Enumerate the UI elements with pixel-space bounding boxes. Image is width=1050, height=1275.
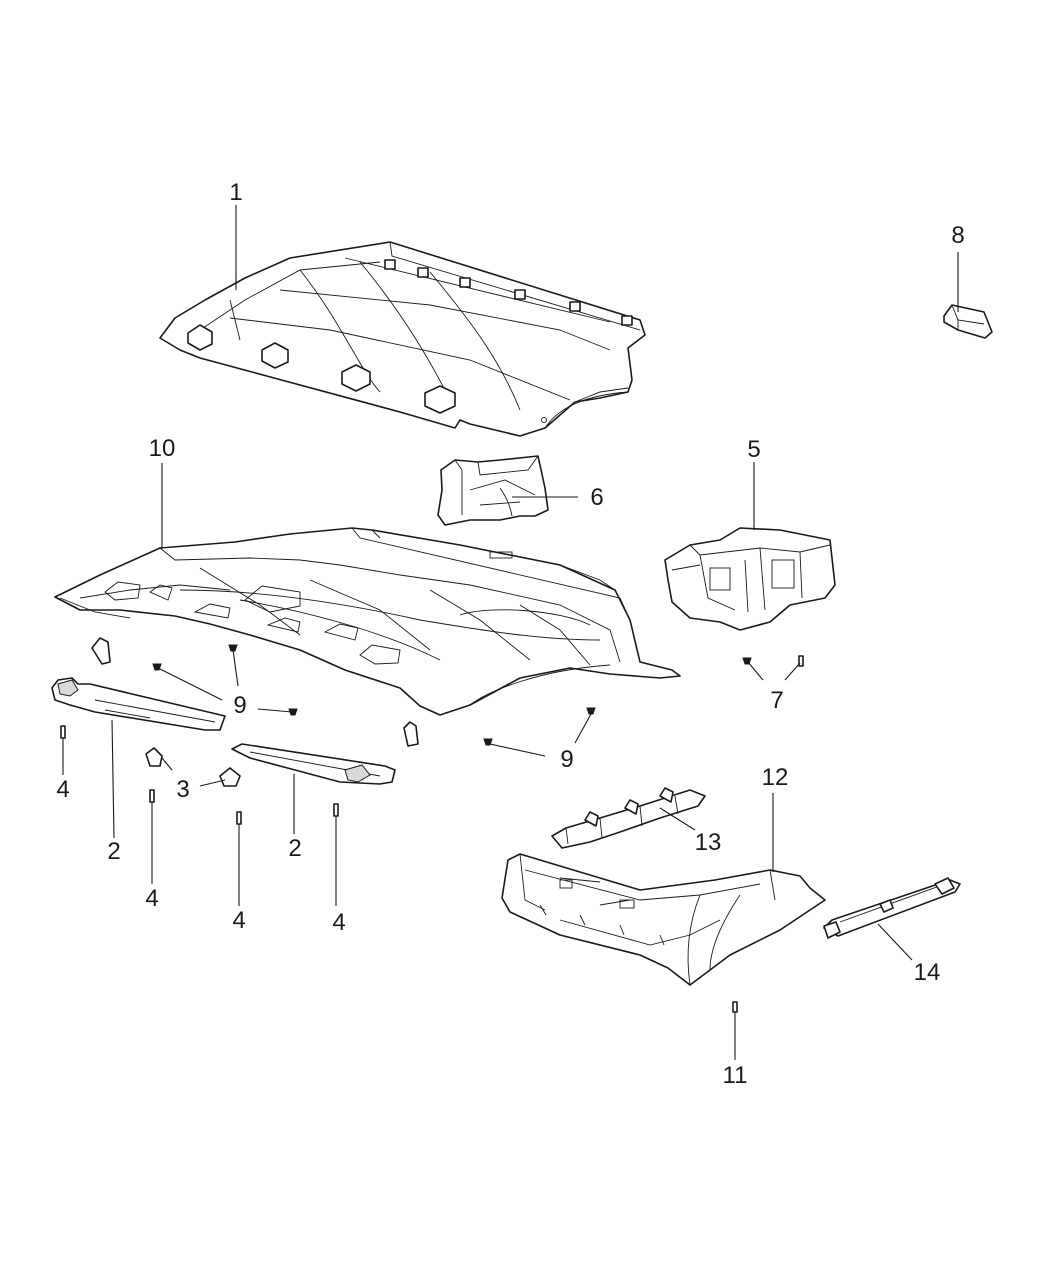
part-screws <box>60 725 339 825</box>
callout-4-a: 4 <box>56 776 69 803</box>
part-fasteners <box>742 655 804 667</box>
callout-14: 14 <box>914 959 941 986</box>
part-visor-clip <box>145 747 241 787</box>
part-floor-trim <box>501 853 826 986</box>
callout-2-right: 2 <box>288 835 301 862</box>
part-screw-lower <box>732 1001 738 1013</box>
leader-lines <box>62 205 959 1060</box>
callout-13: 13 <box>695 829 722 856</box>
callout-9-left: 9 <box>233 692 246 719</box>
callout-6: 6 <box>590 484 603 511</box>
callout-4-b: 4 <box>145 885 158 912</box>
part-pillar-trim <box>437 455 549 526</box>
part-push-pins <box>152 644 596 746</box>
part-clip-center <box>403 721 419 747</box>
part-small-bracket <box>943 304 993 339</box>
callout-9-right: 9 <box>560 746 573 773</box>
part-quarter-trim <box>664 527 836 631</box>
callout-10: 10 <box>149 435 176 462</box>
callout-7: 7 <box>770 687 783 714</box>
part-clip-left <box>91 637 111 665</box>
callout-8: 8 <box>951 222 964 249</box>
part-sun-visor-right <box>231 743 396 785</box>
callout-labels: 1 8 10 5 6 9 7 9 3 12 4 13 2 2 4 4 4 14 … <box>56 179 964 1089</box>
callout-12: 12 <box>762 764 789 791</box>
part-roof-panel <box>159 241 646 437</box>
part-headliner <box>54 527 681 716</box>
callout-2-left: 2 <box>107 838 120 865</box>
callout-1: 1 <box>229 179 242 206</box>
callout-11: 11 <box>723 1062 748 1089</box>
part-bracket-assembly <box>551 787 706 849</box>
callout-3: 3 <box>176 776 189 803</box>
part-sun-visor-left <box>51 677 226 731</box>
callout-4-d: 4 <box>332 909 345 936</box>
callout-4-c: 4 <box>232 907 245 934</box>
part-harness <box>823 877 961 939</box>
callout-5: 5 <box>747 436 760 463</box>
